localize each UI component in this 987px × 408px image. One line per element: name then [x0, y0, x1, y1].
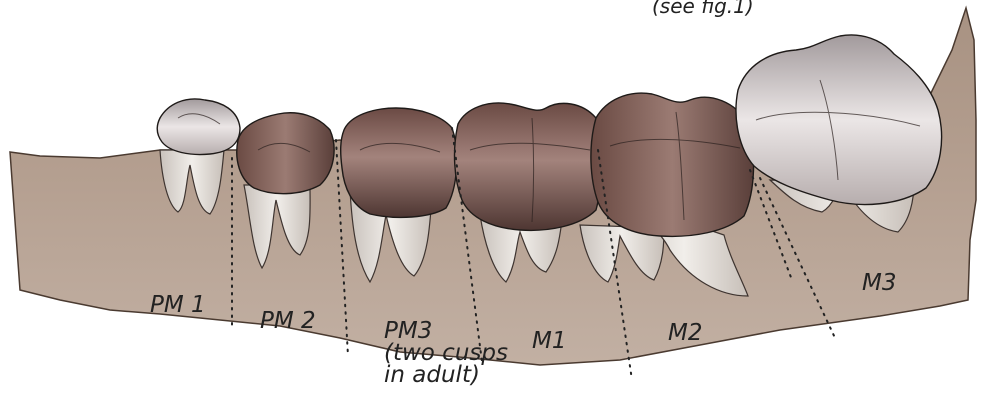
tooth-label-pm3-note-1: (two cusps: [384, 342, 508, 364]
tooth-label-pm2: PM 2: [260, 310, 316, 333]
figure-reference-caption: (see fig.1): [652, 0, 754, 16]
tooth-label-m2: M2: [668, 322, 702, 345]
tooth-label-pm3-name: PM3: [384, 320, 508, 342]
tooth-label-m3: M3: [862, 272, 896, 295]
crown-pm1: [157, 99, 240, 155]
crown-m1: [455, 103, 602, 230]
crown-pm3: [341, 108, 457, 217]
tooth-label-pm3: PM3 (two cusps in adult): [384, 320, 508, 386]
crown-m2: [591, 93, 754, 236]
tooth-label-pm3-note-2: in adult): [384, 364, 508, 386]
crown-pm2: [237, 113, 334, 194]
tooth-label-m1: M1: [532, 330, 566, 353]
tooth-label-pm1: PM 1: [150, 294, 206, 317]
